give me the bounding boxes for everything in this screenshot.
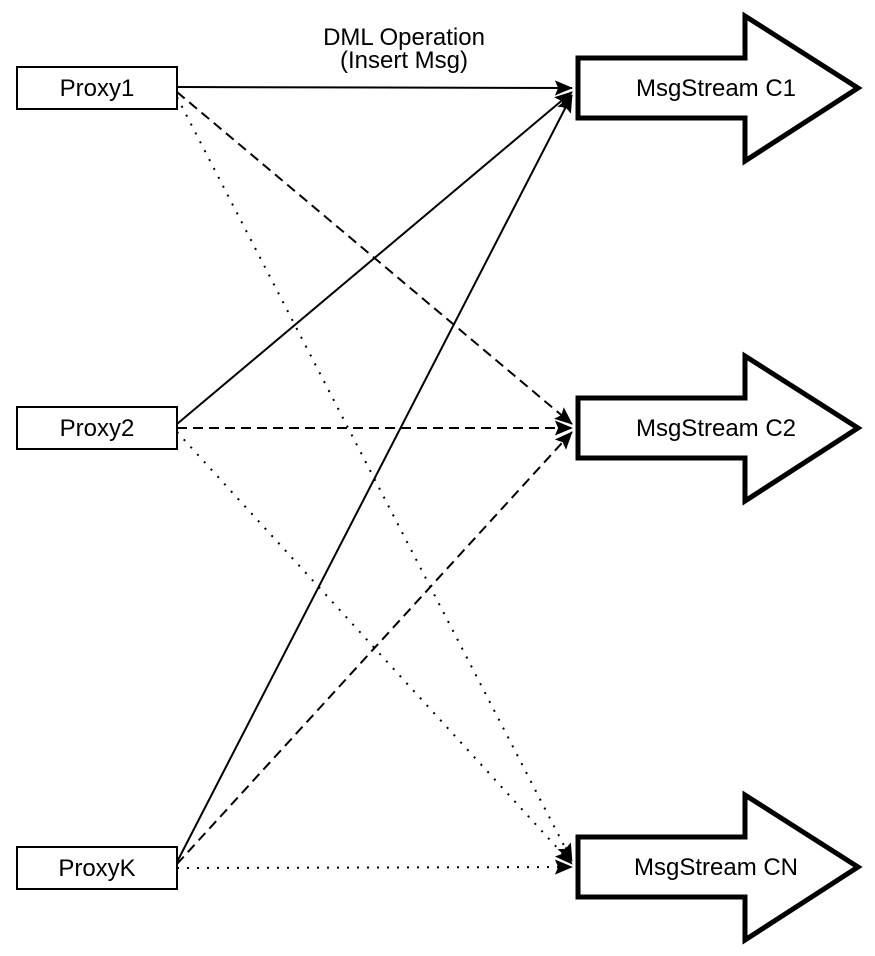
edge-proxyK-c2 [176,431,573,865]
node-proxy2: Proxy2 [16,406,178,450]
msgstream-cn-arrow [575,790,863,945]
edge-proxyK-cn [176,859,573,875]
proxyK-label: ProxyK [58,855,135,882]
msgstream-c1-label: MsgStream C1 [636,75,796,102]
edge-proxy1-c1 [176,80,573,96]
annotation-line2: (Insert Msg) [340,47,468,74]
proxy1-box [16,66,178,110]
node-proxy1: Proxy1 [16,66,178,110]
msgstream-c2-label: MsgStream C2 [636,415,796,442]
msgstream-cn-label: MsgStream CN [634,854,798,881]
proxy1-label: Proxy1 [60,75,135,102]
node-msgstream-cn: MsgStream CN [575,790,863,945]
msgstream-c1-arrow [575,11,863,166]
annotation: DML Operation (Insert Msg) [323,24,485,74]
annotation-line1: DML Operation [323,24,485,51]
proxy2-label: Proxy2 [60,415,135,442]
node-msgstream-c1: MsgStream C1 [575,11,863,166]
edge-proxy1-c2 [176,91,573,425]
proxy2-box [16,406,178,450]
node-proxyK: ProxyK [16,846,178,890]
proxyK-box [16,846,178,890]
edge-proxyK-c1 [176,94,573,863]
node-msgstream-c2: MsgStream C2 [575,351,863,506]
edge-proxy1-cn [176,96,573,862]
msgstream-c2-arrow [575,351,863,506]
edges-layer [176,80,573,875]
